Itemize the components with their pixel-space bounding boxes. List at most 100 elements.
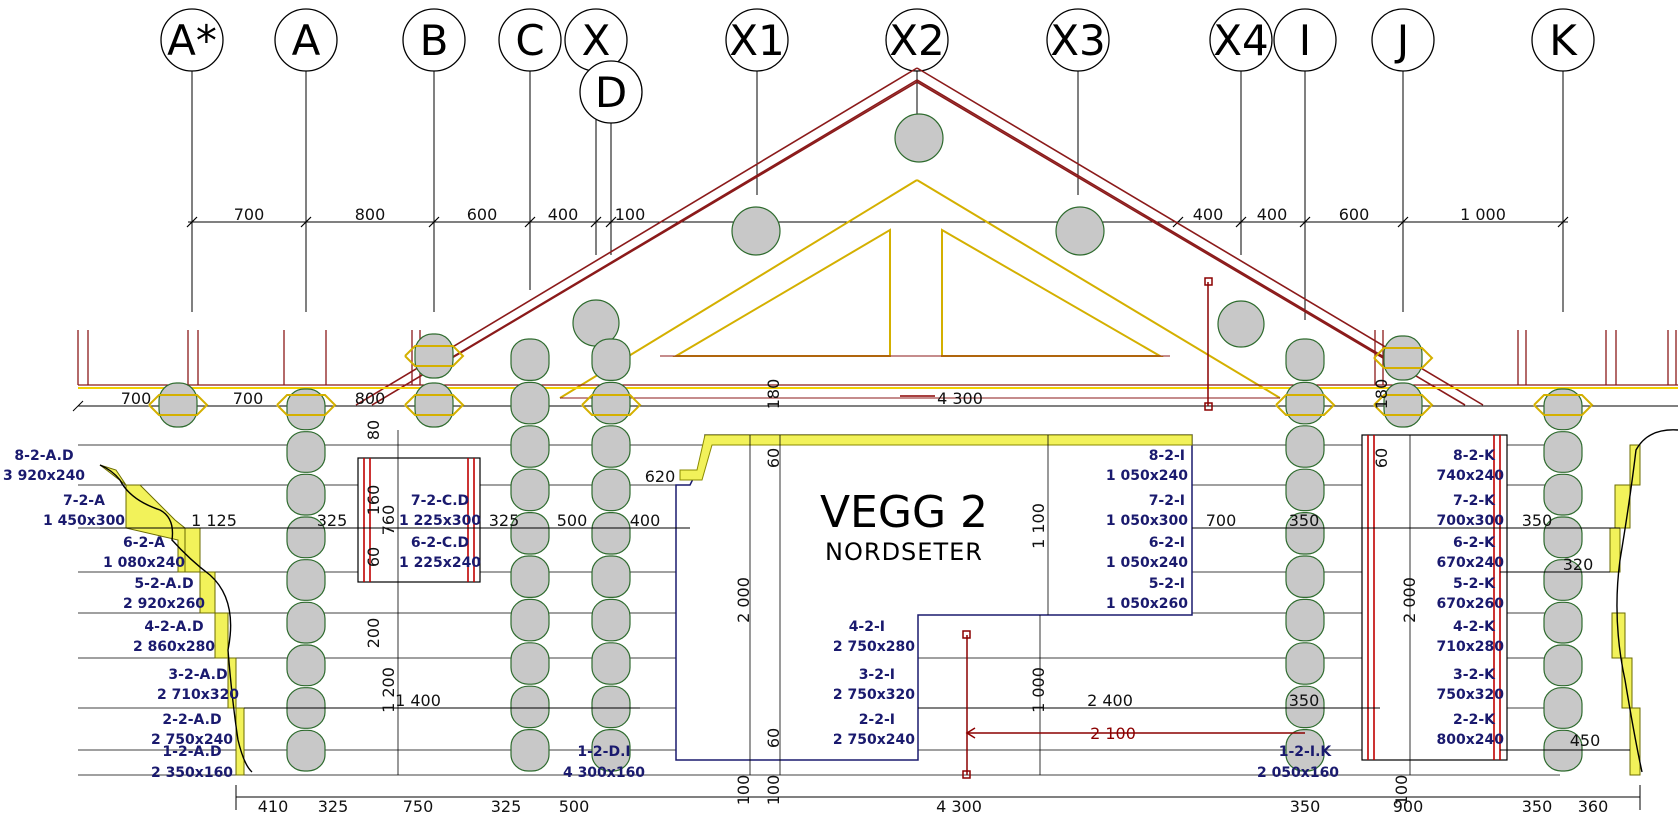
log-label-size: 1 050x240 — [1106, 555, 1188, 571]
log-label-size: 2 750x320 — [833, 687, 915, 703]
log-label-code: 6-2-K — [1453, 535, 1496, 551]
grid-label-a: A — [292, 16, 321, 65]
grid-label-a-star: A* — [167, 16, 217, 65]
log-section — [1543, 644, 1583, 687]
log-section — [1383, 335, 1423, 381]
log-label-code: 6-2-A — [123, 535, 165, 551]
dim-bottom: 750 — [403, 797, 434, 816]
log-label-code: 1-2-I.K — [1279, 744, 1333, 760]
log-section — [414, 333, 454, 379]
drawing-title: VEGG 2 NORDSETER — [820, 487, 988, 566]
log-label-size: 1 450x300 — [43, 513, 125, 529]
log-section — [510, 381, 550, 425]
dim-bottom: 360 — [1578, 797, 1609, 816]
log-notch — [1275, 394, 1336, 416]
dim-bottom: 325 — [491, 797, 522, 816]
log-label-size: 2 750x240 — [833, 732, 915, 748]
log-label-code: 6-2-C.D — [411, 535, 469, 551]
dim-vertical: 60 — [764, 728, 783, 748]
grid-label-x: X — [582, 16, 611, 65]
log-label-size: 4 300x160 — [563, 765, 645, 781]
log-label-code: 1-2-A.D — [162, 744, 221, 760]
grid-label-k: K — [1549, 16, 1578, 65]
dim-top: 100 — [615, 205, 646, 224]
dim-middle: 400 — [630, 511, 661, 530]
log-section — [286, 431, 326, 473]
log-label-size: 710x280 — [1437, 639, 1505, 655]
dim-middle: 350 — [1522, 511, 1553, 530]
dim-vertical: 2 000 — [1400, 577, 1419, 623]
log-section — [510, 728, 550, 772]
log-section — [1285, 338, 1325, 382]
log-label-code: 5-2-K — [1453, 576, 1496, 592]
log-label-code: 1-2-D.I — [577, 744, 630, 760]
dim-middle: 700 — [1206, 511, 1237, 530]
grid-axis-lines — [191, 62, 1564, 320]
right-wall-profile — [1609, 444, 1641, 776]
log-label-code: 3-2-I — [859, 667, 895, 683]
dim-vertical: 100 — [734, 775, 753, 806]
log-label-code: 3-2-A.D — [168, 667, 227, 683]
log-section — [1285, 685, 1325, 729]
log-section — [591, 555, 631, 599]
log-section — [1285, 555, 1325, 599]
dim-vertical: 100 — [1392, 775, 1411, 806]
log-label-size: 1 050x240 — [1106, 468, 1188, 484]
log-section — [1543, 559, 1583, 601]
middle-dimension-values: 1 125 325 325 500 400 700 350 350 620 32… — [191, 467, 1600, 750]
dim-bottom: 900 — [1393, 797, 1424, 816]
left-log-labels: 8-2-A.D 3 920x240 7-2-A 1 450x300 6-2-A … — [3, 448, 239, 781]
roof-purlins — [572, 113, 1265, 348]
top-dimension-line — [186, 216, 1569, 228]
dim-middle: 350 — [1289, 511, 1320, 530]
log-label-code: 2-2-I — [859, 712, 895, 728]
grid-bubbles — [160, 8, 1595, 124]
dim-middle: 620 — [645, 467, 676, 486]
log-label-code: 7-2-I — [1149, 493, 1185, 509]
log-label-code: 8-2-I — [1149, 448, 1185, 464]
dim-bottom: 325 — [318, 797, 349, 816]
dim-bottom: 350 — [1290, 797, 1321, 816]
log-section — [1285, 468, 1325, 512]
log-label-code: 7-2-C.D — [411, 493, 469, 509]
log-section — [510, 685, 550, 729]
log-section — [591, 425, 631, 468]
log-notch — [404, 345, 465, 367]
red-dim-top: 4 300 — [937, 389, 983, 408]
log-label-size: 740x240 — [1437, 468, 1505, 484]
log-label-code: 4-2-K — [1453, 619, 1496, 635]
dim-vertical: 180 — [764, 379, 783, 410]
log-section — [510, 338, 550, 382]
log-notch — [581, 394, 642, 416]
grid-label-b: B — [420, 16, 449, 65]
dim-middle: 2 400 — [1087, 691, 1133, 710]
log-label-code: 8-2-K — [1453, 448, 1496, 464]
grid-label-j: J — [1394, 16, 1409, 65]
log-label-size: 1 225x240 — [399, 555, 481, 571]
bottom-dimension-line — [235, 785, 1641, 810]
log-section — [591, 685, 631, 729]
dim-middle: 1 125 — [191, 511, 237, 530]
dim-vertical: 760 — [379, 505, 398, 536]
log-label-code: 5-2-I — [1149, 576, 1185, 592]
log-section — [1285, 728, 1325, 772]
log-section — [1285, 598, 1325, 642]
dim-top: 400 — [1257, 205, 1288, 224]
log-section — [1543, 388, 1583, 431]
dim-top: 800 — [355, 205, 386, 224]
window-log-labels: 7-2-C.D 1 225x300 6-2-C.D 1 225x240 — [399, 493, 481, 571]
log-notch — [1373, 394, 1434, 416]
dim-bottom: 350 — [1522, 797, 1553, 816]
dim-vertical: 200 — [364, 618, 383, 649]
log-label-size: 670x240 — [1437, 555, 1505, 571]
dim-top: 400 — [548, 205, 579, 224]
log-section — [1543, 729, 1583, 772]
dim-vertical: 180 — [1372, 379, 1391, 410]
log-notch — [404, 394, 465, 416]
log-columns — [148, 333, 1594, 772]
log-section — [286, 729, 326, 772]
roof-truss — [559, 179, 1281, 399]
dim-middle: 500 — [557, 511, 588, 530]
dim-vertical: 1 100 — [1029, 503, 1048, 549]
